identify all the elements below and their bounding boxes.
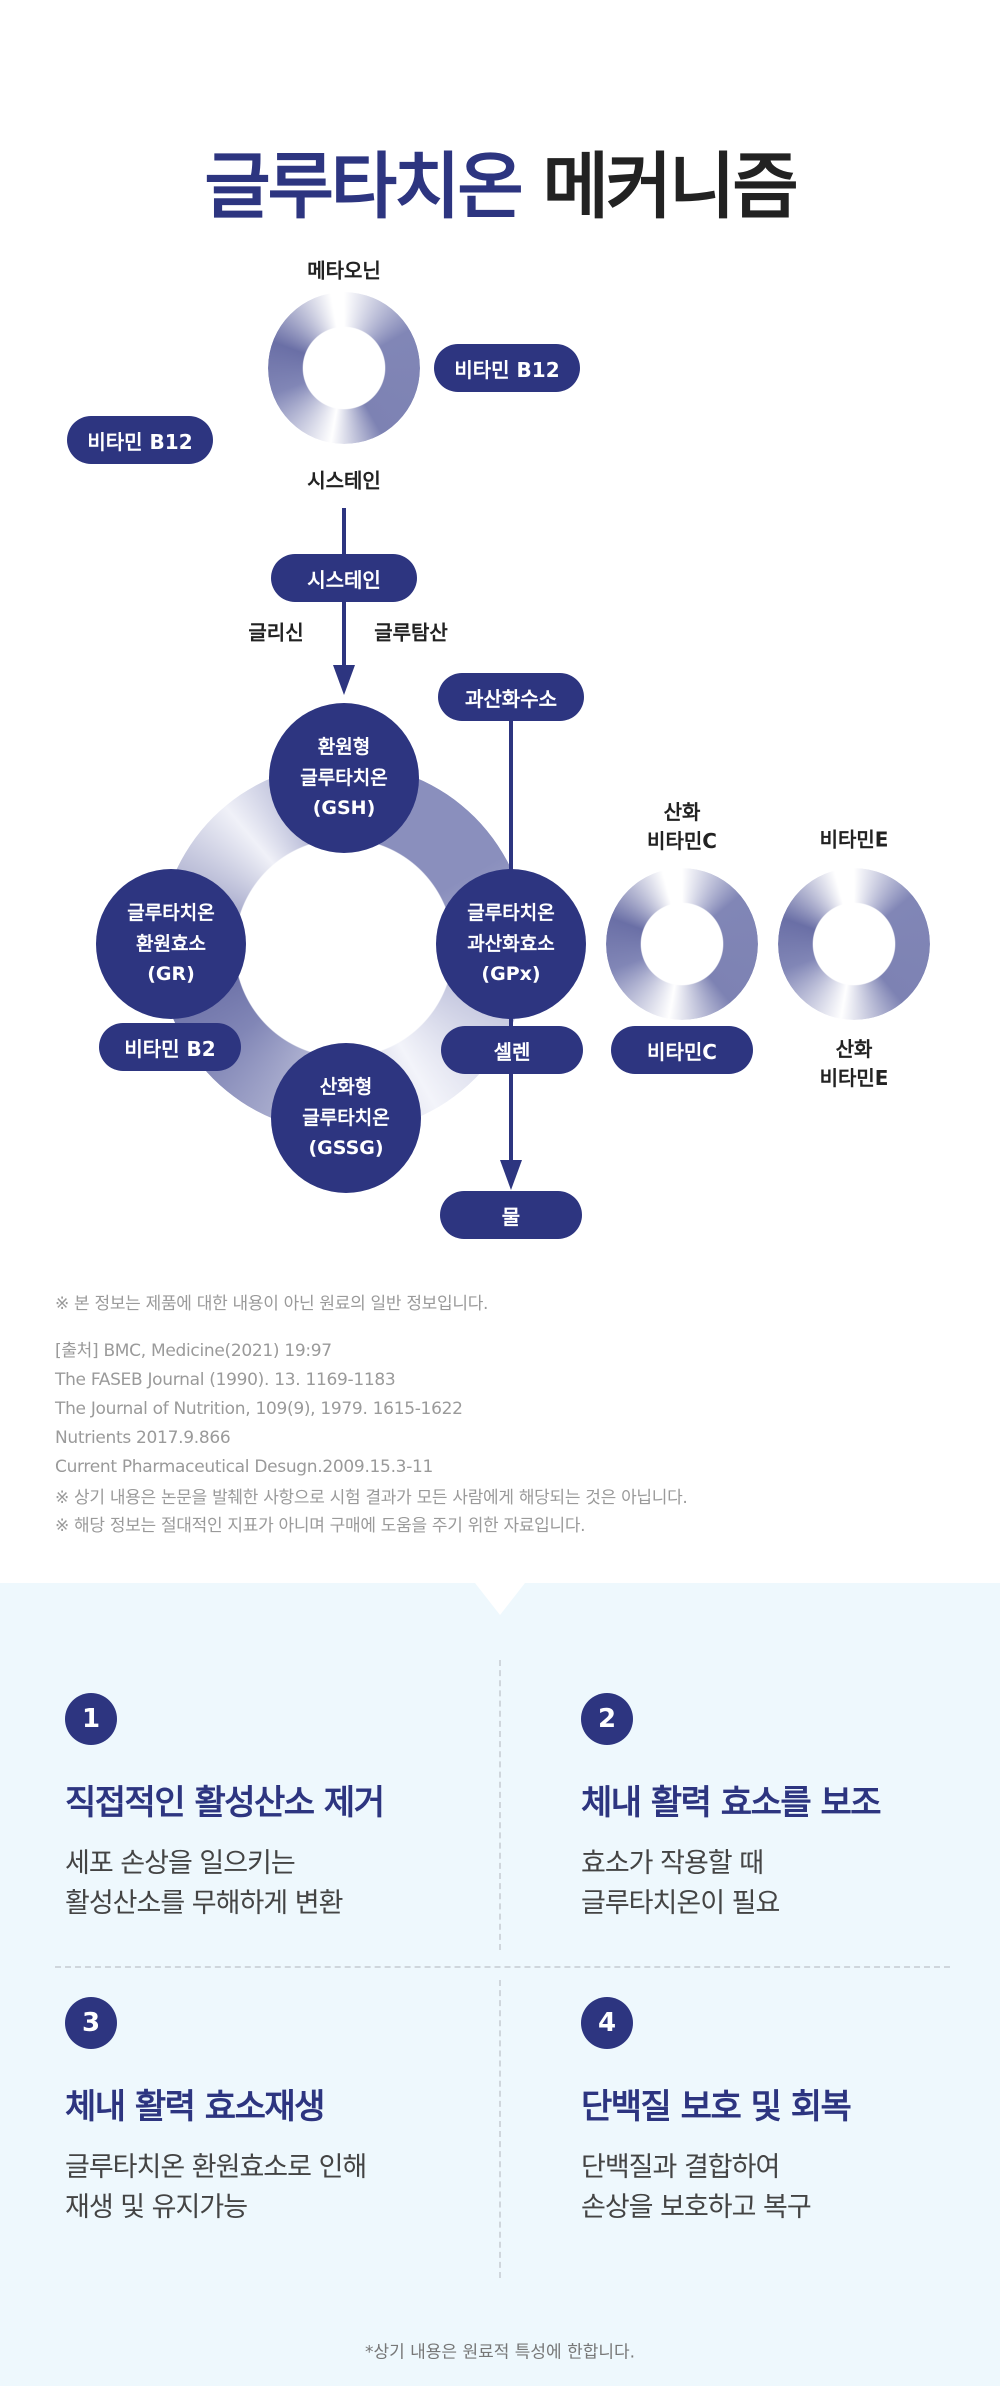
- disclaimer: ※ 상기 내용은 논문을 발췌한 사항으로 시험 결과가 모든 사람에게 해당되…: [55, 1488, 688, 1508]
- arrow-down-icon: [333, 665, 355, 695]
- glutamate-label: 글루탐산: [374, 620, 448, 645]
- vitamin-b2-badge: 비타민 B2: [99, 1023, 241, 1071]
- benefit-title: 체내 활력 효소재생: [65, 2087, 325, 2127]
- benefit-title: 체내 활력 효소를 보조: [581, 1783, 882, 1823]
- benefit-title: 직접적인 활성산소 제거: [65, 1783, 385, 1823]
- number-badge: 1: [65, 1693, 117, 1745]
- benefit-title: 단백질 보호 및 회복: [581, 2087, 852, 2127]
- divider: [55, 1966, 950, 1968]
- cysteine-badge: 시스테인: [271, 554, 417, 602]
- glycine-label: 글리신: [248, 620, 304, 645]
- vitamin-c-badge: 비타민C: [611, 1026, 753, 1074]
- cysteine-label: 시스테인: [307, 468, 381, 493]
- hydrogen-peroxide-badge: 과산화수소: [438, 673, 584, 721]
- page-title: 글루타치온 메커니즘: [204, 144, 798, 229]
- vitamin-e-label: 비타민E: [819, 827, 889, 852]
- methionine-cycle-ring: [268, 292, 420, 444]
- vitamin-e-ring: [778, 868, 930, 1020]
- divider: [499, 1660, 501, 1950]
- number-badge: 3: [65, 1997, 117, 2049]
- selenium-badge: 셀렌: [441, 1026, 583, 1074]
- disclaimer: ※ 해당 정보는 절대적인 지표가 아니며 구매에 도움을 주기 위한 자료입니…: [55, 1516, 586, 1536]
- vitamin-b12-badge: 비타민 B12: [434, 344, 580, 392]
- disclaimer: ※ 본 정보는 제품에 대한 내용이 아닌 원료의 일반 정보입니다.: [55, 1294, 489, 1314]
- water-badge: 물: [440, 1191, 582, 1239]
- vitamin-b12-badge: 비타민 B12: [67, 416, 213, 464]
- arrow-down-icon: [500, 1160, 522, 1190]
- number-badge: 4: [581, 1997, 633, 2049]
- vitamin-c-ring: [606, 868, 758, 1020]
- methionine-label: 메타오닌: [307, 258, 381, 283]
- divider: [499, 1980, 501, 2278]
- number-badge: 2: [581, 1693, 633, 1745]
- section-notch: [475, 1583, 525, 1615]
- footer-note: *상기 내용은 원료적 특성에 한합니다.: [364, 2342, 636, 2363]
